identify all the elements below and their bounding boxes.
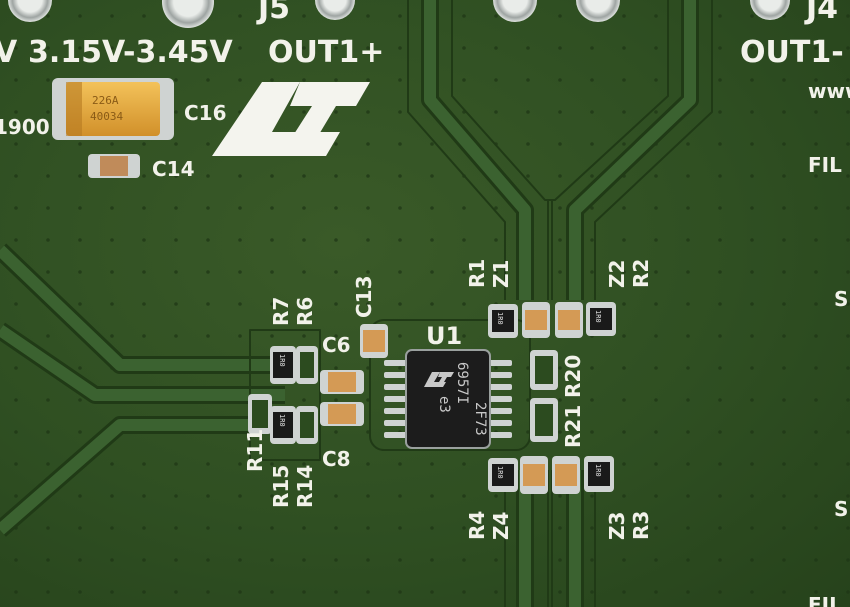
capacitor-z1 [522, 302, 550, 338]
pin-hole [576, 0, 620, 22]
ic-marking-line3: e3 [436, 396, 452, 413]
refdes-r11: R11 [243, 429, 267, 472]
capacitor-c14 [88, 154, 140, 178]
tantalum-marking-1: 226A [92, 94, 119, 107]
trace-in-a [0, 245, 285, 371]
pin-hole [493, 0, 537, 22]
refdes-c16: C16 [184, 101, 227, 125]
pad-r6 [296, 346, 318, 384]
pin-hole [750, 0, 790, 20]
refdes-c14: C14 [152, 157, 195, 181]
refdes-r7: R7 [269, 297, 293, 326]
refdes-c13: C13 [352, 275, 376, 318]
refdes-z2: Z2 [605, 260, 629, 288]
refdes-r2: R2 [629, 259, 653, 288]
refdes-r14: R14 [293, 465, 317, 508]
refdes-r21: R21 [561, 405, 585, 448]
supply-range-label: 3.15V-3.45V [28, 35, 234, 70]
refdes-r4: R4 [465, 511, 489, 540]
capacitor-c6 [320, 370, 364, 394]
trace-out1-a [424, 0, 531, 300]
refdes-c8: C8 [322, 447, 351, 471]
capacitor-z2 [555, 302, 583, 338]
code-r4: 1R0 [496, 466, 504, 479]
partial-right-text-2: FIL [808, 153, 842, 177]
ic-marking-line1: 6957I [454, 362, 470, 404]
j5-label: J5 [256, 0, 290, 26]
code-r2: 1R0 [594, 310, 602, 323]
refdes-r6: R6 [293, 297, 317, 326]
resistor-r2 [586, 302, 616, 336]
code-r7: 1R0 [278, 354, 286, 367]
ic-marking-line2: 2F73 [472, 402, 488, 436]
capacitor-z3 [552, 456, 580, 494]
code-r11: 1R0 [278, 414, 286, 427]
resistor-r1 [488, 304, 518, 338]
resistor-r3 [584, 456, 614, 492]
refdes-r1: R1 [465, 259, 489, 288]
pin-hole [315, 0, 355, 20]
connector-holes [8, 0, 790, 28]
trace-in-mid [0, 325, 285, 401]
pad-r20 [530, 350, 558, 390]
j4-label: J4 [804, 0, 838, 26]
resistor-r11 [270, 406, 296, 444]
ic-u1 [384, 349, 512, 449]
resistor-codes: 1R0 1R0 1R0 1R0 1R0 1R0 [278, 310, 602, 479]
partial-left-text: 1900 [0, 115, 50, 139]
partial-right-text-5: FIL [808, 593, 842, 607]
resistor-r7 [270, 346, 296, 384]
tantalum-capacitor-c16: 226A 40034 [52, 78, 174, 140]
tantalum-marking-2: 40034 [90, 110, 123, 123]
capacitor-c8 [320, 402, 364, 426]
refdes-z3: Z3 [605, 512, 629, 540]
partial-left-edge-text: V [0, 35, 18, 70]
lt-logo [212, 82, 370, 156]
partial-right-text-4: S [834, 497, 848, 521]
resistor-r4 [488, 458, 518, 492]
partial-right-text-1: www [808, 79, 850, 103]
pad-r21 [530, 398, 558, 442]
capacitor-z4 [520, 456, 548, 494]
pin-hole [8, 0, 52, 22]
refdes-r20: R20 [561, 355, 585, 398]
refdes-z1: Z1 [489, 260, 513, 288]
trace-in-b [0, 419, 285, 535]
pin-hole [162, 0, 214, 28]
refdes-r15: R15 [269, 465, 293, 508]
partial-right-text-3: S [834, 287, 848, 311]
code-r1: 1R0 [496, 312, 504, 325]
capacitor-c13 [360, 324, 388, 358]
j5-net-label: OUT1+ [268, 35, 384, 70]
refdes-r3: R3 [629, 511, 653, 540]
refdes-u1: U1 [426, 322, 462, 350]
refdes-z4: Z4 [489, 512, 513, 540]
trace-out1-b [569, 0, 696, 300]
pad-r15 [248, 394, 272, 434]
refdes-c6: C6 [322, 333, 351, 357]
code-r3: 1R0 [594, 464, 602, 477]
pad-r14 [296, 406, 318, 444]
passive-components [248, 302, 616, 494]
j4-net-label: OUT1- [740, 35, 844, 70]
ic-markings: 6957I e3 2F73 [436, 362, 488, 436]
